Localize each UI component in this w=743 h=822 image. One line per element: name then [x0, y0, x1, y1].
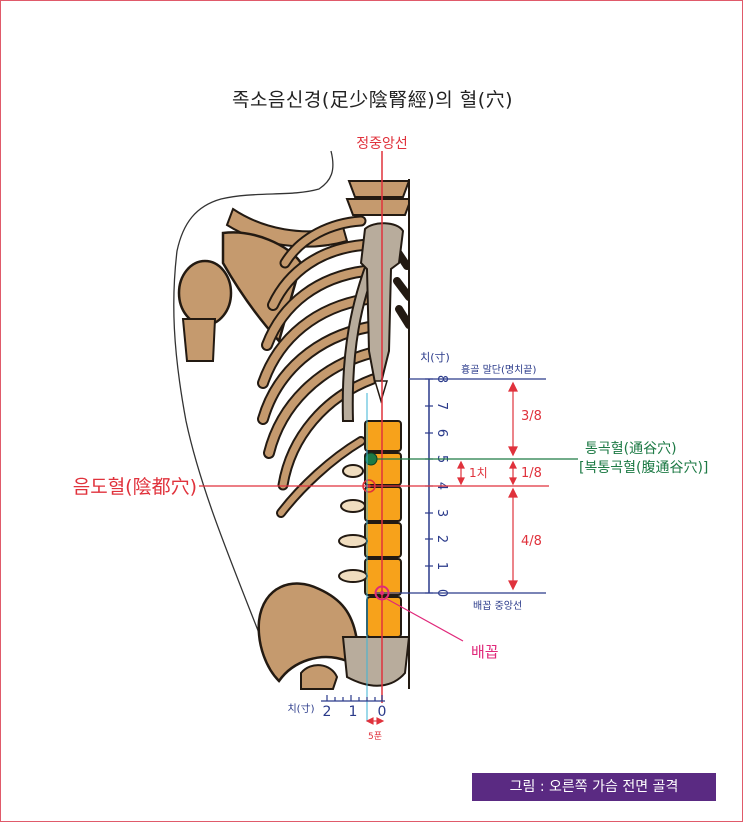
tick-7: 7: [434, 402, 449, 410]
htick-1: 1: [349, 704, 358, 720]
sacrum: [343, 637, 409, 686]
ratio-upper: 3/8: [521, 409, 542, 424]
scale-unit-label: 치(寸): [420, 350, 450, 364]
navel-line-label: 배꼽 중앙선: [473, 600, 522, 612]
htick-2: 2: [323, 704, 332, 720]
one-cun-label: 1치: [469, 466, 488, 480]
ratio-middle: 1/8: [521, 466, 542, 481]
horizontal-scale-ticks: [327, 695, 382, 701]
humerus-head: [179, 261, 231, 325]
navel-label: 배꼽: [471, 643, 499, 661]
bottom-unit-label: 치(寸): [287, 702, 314, 715]
half-cun-label: 5푼: [368, 731, 382, 742]
tonggok-label: 통곡혈(通谷穴): [585, 441, 677, 457]
xiphoid: [375, 381, 387, 401]
ratio-lower: 4/8: [521, 534, 542, 549]
figure-caption: 그림 : 오른쪽 가슴 전면 골격: [472, 773, 716, 801]
midline-label: 정중앙선: [356, 136, 408, 152]
body-half-mask: [410, 176, 425, 696]
tick-3: 3: [434, 509, 449, 517]
tick-2: 2: [434, 535, 449, 543]
sternum-end-label: 흉골 말단(명치끝): [461, 363, 536, 376]
femur-head: [301, 665, 337, 689]
cervical-vertebrae: [347, 181, 411, 215]
eumdo-point-center: [367, 484, 371, 488]
one-cun-arrow: [458, 462, 464, 484]
navel-point-center: [380, 591, 384, 595]
boktonggok-label: [복통곡혈(腹通谷穴)]: [579, 459, 708, 476]
eumdo-label: 음도혈(陰都穴): [73, 476, 197, 498]
tick-6: 6: [434, 429, 449, 437]
htick-0: 0: [378, 704, 387, 720]
tick-1: 1: [434, 562, 449, 570]
transverse-processes: [339, 465, 367, 582]
humerus-shaft: [183, 319, 215, 361]
